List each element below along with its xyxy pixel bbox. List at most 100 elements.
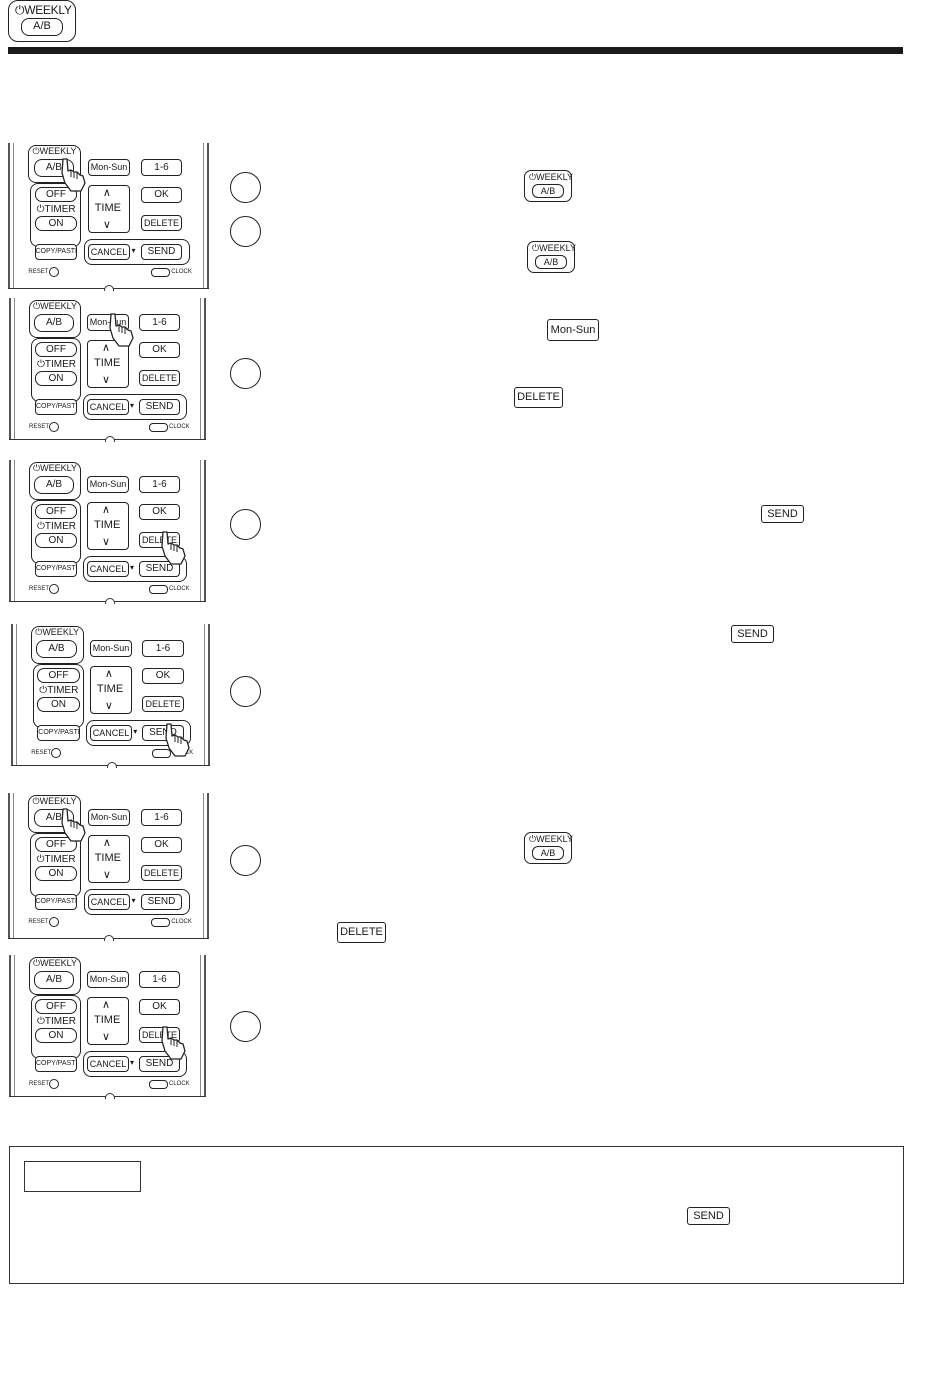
remote-edge bbox=[11, 624, 13, 766]
mon-sun-button[interactable]: Mon-Sun bbox=[89, 640, 133, 657]
reset-button[interactable] bbox=[51, 748, 62, 758]
inline-send-button-icon: SEND bbox=[761, 505, 804, 523]
ok-button[interactable]: OK bbox=[139, 504, 180, 520]
reset-button[interactable] bbox=[49, 422, 59, 432]
mon-sun-button[interactable]: Mon-Sun bbox=[87, 476, 129, 493]
off-button[interactable]: OFF bbox=[35, 504, 77, 519]
time-up-icon: ∧ bbox=[102, 999, 111, 1011]
on-button[interactable]: ON bbox=[35, 371, 77, 386]
copy-paste-button[interactable]: COPY/PASTE bbox=[35, 399, 77, 415]
remote-edge bbox=[16, 624, 17, 766]
remote-edge bbox=[104, 935, 114, 941]
remote-edge bbox=[204, 624, 205, 766]
copy-paste-button[interactable]: COPY/PASTE bbox=[35, 1056, 77, 1072]
ok-button[interactable]: OK bbox=[139, 342, 180, 358]
cancel-button[interactable]: CANCEL bbox=[87, 894, 131, 910]
weekly-text: WEEKLY bbox=[39, 796, 77, 806]
remote-edge bbox=[8, 143, 10, 289]
ab-button[interactable]: A/B bbox=[34, 314, 74, 332]
copy-paste-button[interactable]: COPY/PASTE bbox=[34, 244, 78, 260]
mon-sun-button[interactable]: Mon-Sun bbox=[87, 809, 131, 826]
weekly-group bbox=[31, 626, 84, 664]
cancel-button[interactable]: CANCEL bbox=[89, 725, 133, 741]
time-button[interactable] bbox=[87, 185, 131, 233]
reset-button[interactable] bbox=[48, 917, 59, 927]
time-label: TIME bbox=[94, 357, 121, 369]
cancel-button[interactable]: CANCEL bbox=[87, 1056, 129, 1072]
remote-edge bbox=[204, 298, 206, 440]
cancel-button[interactable]: CANCEL bbox=[87, 399, 129, 415]
time-button[interactable] bbox=[87, 502, 129, 550]
off-button[interactable]: OFF bbox=[34, 837, 78, 852]
ab-button[interactable]: A/B bbox=[34, 476, 74, 494]
one-six-button[interactable]: 1-6 bbox=[139, 476, 180, 493]
one-six-button[interactable]: 1-6 bbox=[142, 640, 184, 657]
clock-button[interactable] bbox=[150, 918, 170, 927]
remote-edge bbox=[200, 955, 201, 1097]
clock-button[interactable] bbox=[149, 1080, 168, 1089]
delete-button[interactable]: DELETE bbox=[139, 370, 180, 386]
remote-edge bbox=[9, 298, 11, 440]
one-six-button[interactable]: 1-6 bbox=[140, 809, 183, 826]
weekly-label: ⏻WEEKLY bbox=[32, 146, 77, 156]
send-button[interactable]: SEND bbox=[140, 894, 183, 910]
delete-button[interactable]: DELETE bbox=[140, 865, 183, 881]
on-button[interactable]: ON bbox=[35, 1028, 77, 1043]
mon-sun-button[interactable]: Mon-Sun bbox=[87, 971, 129, 988]
cancel-button[interactable]: CANCEL bbox=[87, 561, 129, 577]
clock-button[interactable] bbox=[149, 423, 168, 432]
copy-paste-button[interactable]: COPY/PASTE bbox=[34, 894, 78, 910]
one-six-button[interactable]: 1-6 bbox=[139, 971, 180, 988]
on-button[interactable]: ON bbox=[34, 866, 78, 881]
mon-sun-button[interactable]: Mon-Sun bbox=[87, 159, 131, 176]
timer-text: TIMER bbox=[44, 1016, 77, 1027]
send-button[interactable]: SEND bbox=[140, 244, 183, 260]
on-button[interactable]: ON bbox=[34, 216, 78, 231]
clock-button[interactable] bbox=[150, 268, 170, 277]
clock-button[interactable] bbox=[152, 749, 172, 758]
copy-paste-button[interactable]: COPY/PASTE bbox=[35, 561, 77, 577]
clock-button[interactable] bbox=[149, 585, 168, 594]
clock-label: CLOCK bbox=[169, 1081, 190, 1087]
ab-button[interactable]: A/B bbox=[36, 640, 77, 658]
time-button[interactable] bbox=[87, 997, 129, 1045]
reset-button[interactable] bbox=[48, 267, 59, 277]
one-six-button[interactable]: 1-6 bbox=[139, 314, 180, 331]
pressing-hand-icon bbox=[107, 312, 137, 348]
reset-button[interactable] bbox=[49, 584, 59, 594]
remote-edge bbox=[14, 460, 15, 602]
weekly-group bbox=[29, 300, 81, 338]
time-button[interactable] bbox=[89, 666, 133, 714]
copy-paste-button[interactable]: COPY/PASTE bbox=[37, 725, 80, 741]
ok-button[interactable]: OK bbox=[140, 187, 183, 203]
send-button[interactable]: SEND bbox=[139, 561, 180, 577]
time-button[interactable] bbox=[87, 835, 131, 883]
reset-label: RESET bbox=[29, 586, 50, 592]
ok-button[interactable]: OK bbox=[140, 837, 183, 853]
reset-button[interactable] bbox=[49, 1079, 59, 1089]
step-circle bbox=[230, 509, 261, 540]
off-button[interactable]: OFF bbox=[34, 187, 78, 202]
delete-button[interactable]: DELETE bbox=[142, 696, 184, 712]
on-button[interactable]: ON bbox=[35, 533, 77, 548]
off-button[interactable]: OFF bbox=[35, 999, 77, 1014]
ok-button[interactable]: OK bbox=[139, 999, 180, 1015]
weekly-group bbox=[28, 145, 82, 183]
pressing-hand-icon bbox=[163, 722, 193, 758]
delete-button[interactable]: DELETE bbox=[140, 215, 183, 231]
send-button[interactable]: SEND bbox=[139, 1056, 180, 1072]
time-button[interactable] bbox=[87, 340, 129, 388]
send-button[interactable]: SEND bbox=[139, 399, 180, 415]
one-six-button[interactable]: 1-6 bbox=[140, 159, 183, 176]
cancel-button[interactable]: CANCEL bbox=[87, 244, 131, 260]
ab-button[interactable]: A/B bbox=[34, 971, 74, 989]
on-button[interactable]: ON bbox=[37, 697, 80, 712]
weekly-group bbox=[29, 462, 81, 500]
header-rule bbox=[8, 47, 903, 54]
time-up-icon: ∧ bbox=[102, 504, 111, 516]
ok-button[interactable]: OK bbox=[142, 668, 184, 684]
off-button[interactable]: OFF bbox=[37, 668, 80, 683]
off-button[interactable]: OFF bbox=[35, 342, 77, 357]
